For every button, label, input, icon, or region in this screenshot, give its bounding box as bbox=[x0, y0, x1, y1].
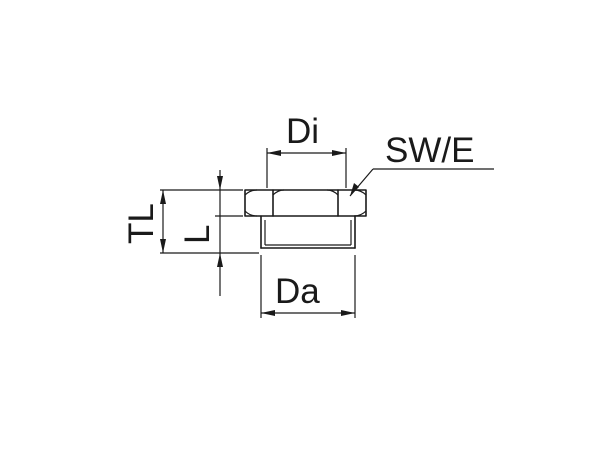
sw-leader bbox=[349, 168, 494, 197]
l-dimension bbox=[217, 170, 223, 296]
l-label: L bbox=[178, 225, 217, 244]
threaded-spigot bbox=[260, 215, 356, 249]
tl-dimension bbox=[160, 190, 166, 253]
da-label: Da bbox=[275, 272, 320, 311]
di-dimension bbox=[266, 148, 347, 188]
hex-head bbox=[244, 189, 367, 217]
tl-label: TL bbox=[122, 203, 161, 244]
di-label: Di bbox=[286, 112, 319, 151]
sw-e-label: SW/E bbox=[385, 131, 474, 170]
da-dimension bbox=[260, 255, 356, 318]
